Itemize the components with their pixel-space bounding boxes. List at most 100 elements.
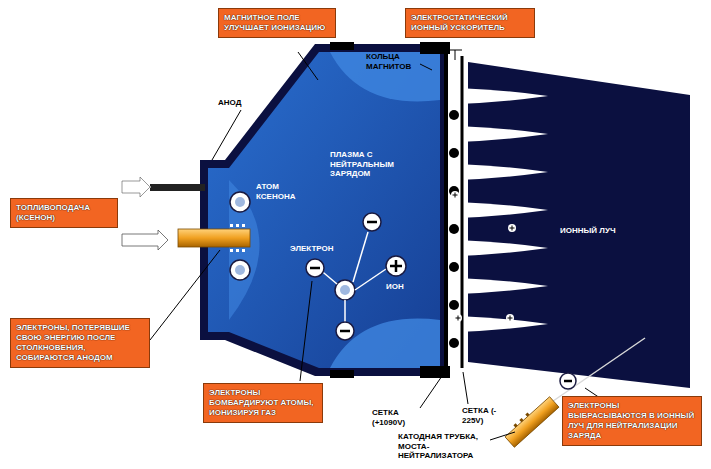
beam-ion [506,314,514,322]
leader-line [300,281,312,381]
electron [336,322,354,340]
beamlet [458,88,548,104]
electron [560,373,576,389]
electron-circle [363,213,381,231]
callout-box: ЭЛЕКТРОНЫ, ПОТЕРЯВШИЕ СВОЮ ЭНЕРГИЮ ПОСЛЕ… [10,318,150,368]
tube-body [505,397,559,448]
hole [242,224,245,227]
grid-plus [444,50,448,372]
callout-text: ЭЛЕКТРОСТАТИЧЕСКИЙ ИОННЫЙ УСКОРИТЕЛЬ [411,13,529,33]
collision-track [355,269,386,290]
beam-ion [508,224,516,232]
hole [236,249,239,252]
cathode-holes [230,224,245,252]
leader-line [420,376,442,408]
plus-sign [512,226,513,231]
atom-shell [230,260,250,280]
leader-line [455,50,456,60]
leader-line [490,432,515,440]
grid-holes [449,110,459,348]
ion [386,256,406,276]
hole [230,224,233,227]
callout-text: МАГНИТНОЕ ПОЛЕ УЛУЧШАЕТ ИОНИЗАЦИЮ [224,13,330,33]
leader-line [420,64,432,70]
collision-track [353,232,368,282]
ion-beam [468,62,690,388]
beamlet [458,240,548,256]
atom-core [235,265,245,275]
electron-circle [336,322,354,340]
plus-sign [455,193,456,198]
hollow-cathode [178,229,250,247]
leader-line [150,250,220,340]
leader-tee [448,50,462,51]
hole [236,224,239,227]
beam-ions [451,191,516,322]
callout-text: ЭЛЕКТРОНЫ, ПОТЕРЯВШИЕ СВОЮ ЭНЕРГИЮ ПОСЛЕ… [16,323,144,363]
beam-ion [454,314,462,322]
beamlet [458,316,548,332]
grid-hole-rim [449,262,459,272]
magnetic-field-glow [330,52,440,101]
part-label: ЭЛЕКТРОН [290,244,350,254]
hole [513,423,517,427]
grid-hole-rim [449,186,459,196]
neutralizer-tube [503,394,559,447]
xenon-atom [230,192,250,212]
minus-sign [340,330,350,333]
electron [306,259,324,277]
callout-text: ЭЛЕКТРОНЫ БОМБАРДИРУЮТ АТОМЫ, ИОНИЗИРУЯ … [209,388,317,418]
callout-box: ТОПЛИВОПОДАЧА (КСЕНОН) [10,198,118,228]
grid-hole-rim [449,300,459,310]
electron-circle [306,259,324,277]
anode-glow [229,180,260,320]
minus-sign [564,380,572,383]
beamlet [458,202,548,218]
callout-text: ТОПЛИВОПОДАЧА (КСЕНОН) [16,203,112,223]
grid-hole-rim [449,148,459,158]
chamber-wall [200,44,448,376]
collision-atom [335,280,355,300]
ion-circle [386,256,406,276]
beamlet [458,278,548,294]
plus-sign [458,316,459,321]
part-label: ИОННЫЙ ЛУЧ [560,226,640,236]
electron-circle [560,373,576,389]
part-label: АНОД [218,98,258,108]
fuel-arrow [122,177,150,197]
beam-ion [451,191,459,199]
hole [525,413,529,417]
hole [230,249,233,252]
grid-hole-rim [449,224,459,234]
collision-track [344,300,346,322]
fuel-arrow-outline [122,177,150,197]
beamlet [458,126,548,142]
callout-box: МАГНИТНОЕ ПОЛЕ УЛУЧШАЕТ ИОНИЗАЦИЮ [218,8,336,38]
callout-box: ЭЛЕКТРОНЫ ВЫБРАСЫВАЮТСЯ В ИОННЫЙ ЛУЧ ДЛЯ… [562,396,702,446]
part-label: КОЛЬЦА МАГНИТОВ [366,52,422,71]
leader-line [463,372,468,404]
magnetic-field-glow [330,319,440,368]
hole [519,418,523,422]
magnet-ring [330,370,354,378]
grid-minus [461,56,464,368]
leader-line [298,52,318,80]
fuel-arrow [122,230,168,250]
atom-shell [230,192,250,212]
part-label: ИОН [386,282,416,292]
atom-core [340,285,350,295]
xenon-atom [230,260,250,280]
plasma-region [208,52,440,368]
beamlet [458,164,548,180]
callout-text: ЭЛЕКТРОНЫ ВЫБРАСЫВАЮТСЯ В ИОННЫЙ ЛУЧ ДЛЯ… [568,401,696,441]
grid-hole-rim [449,110,459,120]
part-label: КАТОДНАЯ ТРУБКА, МОСТА-НЕЙТРАЛИЗАТОРА [398,432,490,461]
magnet-ring [330,42,354,50]
grid-hole-rim [449,338,459,348]
part-label: СЕТКА (+1090V) [372,408,422,427]
minus-sign [367,221,377,224]
part-label: СЕТКА (- 225V) [462,406,512,425]
callout-box: ЭЛЕКТРОНЫ БОМБАРДИРУЮТ АТОМЫ, ИОНИЗИРУЯ … [203,383,323,423]
